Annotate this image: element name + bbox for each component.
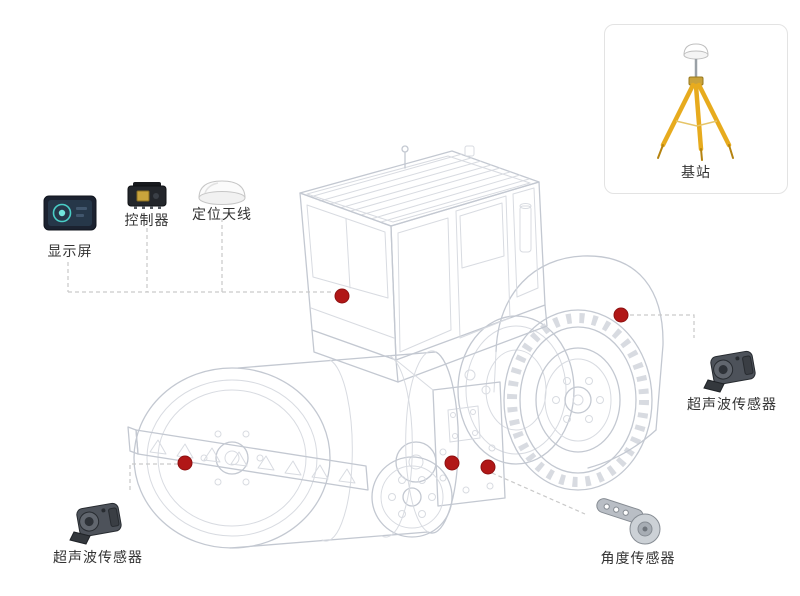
base-station-label: 基站 bbox=[681, 163, 711, 180]
display-device-icon bbox=[43, 195, 97, 231]
angle-sensor-label: 角度传感器 bbox=[600, 550, 676, 566]
controller-device bbox=[126, 180, 168, 215]
cab bbox=[299, 145, 548, 383]
scraper-bar bbox=[127, 426, 369, 491]
connector-lines bbox=[67, 218, 695, 515]
frame bbox=[395, 359, 506, 507]
antenna-label: 定位天线 bbox=[192, 206, 252, 222]
marker-frame-right bbox=[480, 459, 496, 475]
gnss-antenna-icon bbox=[198, 180, 246, 205]
antenna-device bbox=[196, 176, 248, 213]
marker-rear-body bbox=[613, 307, 629, 323]
marker-cab bbox=[334, 288, 350, 304]
controller-label: 控制器 bbox=[124, 212, 170, 228]
angle-sensor-icon bbox=[596, 498, 661, 545]
display-label: 显示屏 bbox=[47, 243, 93, 259]
marker-drum bbox=[177, 455, 193, 471]
ultrasonic-sensor-icon bbox=[69, 502, 122, 545]
rear-wheel bbox=[503, 309, 653, 491]
rear-body bbox=[493, 203, 664, 469]
ultrasonic-sensor-left bbox=[64, 494, 132, 551]
controller-device-icon bbox=[127, 182, 167, 209]
display-device bbox=[42, 194, 98, 239]
ultrasonic-sensor-right bbox=[698, 342, 766, 399]
sensor-markers bbox=[177, 288, 629, 475]
marker-frame-left bbox=[444, 455, 460, 471]
ultrasonic-right-label: 超声波传感器 bbox=[687, 396, 777, 412]
ultrasonic-sensor-icon bbox=[703, 350, 756, 393]
tripod-base-station-icon bbox=[657, 43, 734, 161]
angle-sensor-device bbox=[594, 492, 668, 553]
ultrasonic-left-label: 超声波传感器 bbox=[53, 549, 143, 565]
drum bbox=[133, 350, 459, 549]
base-station-card: 基站 bbox=[604, 24, 788, 194]
support-wheel bbox=[371, 456, 453, 538]
